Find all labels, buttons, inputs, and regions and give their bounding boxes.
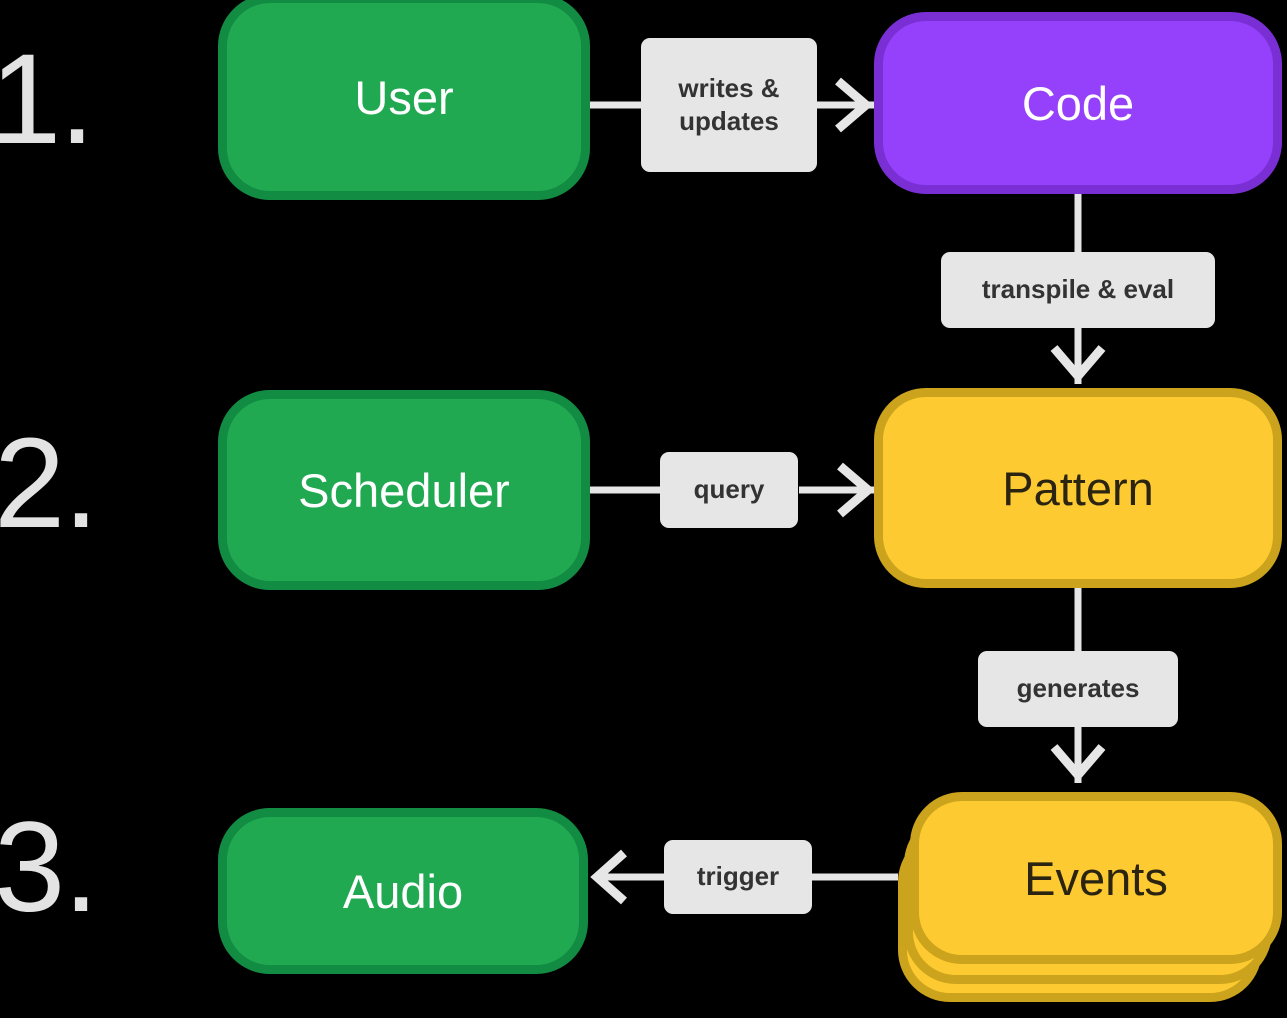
edge-label-generates: generates [978,651,1178,727]
edge-label-writes-updates: writes & updates [641,38,817,172]
node-user[interactable]: User [218,0,590,200]
node-scheduler-label: Scheduler [298,463,510,517]
step-number-2: 2. [0,412,99,555]
arrowhead-events-to-audio [590,849,627,905]
node-audio-label: Audio [342,864,464,918]
edge-label-query: query [660,452,798,528]
arrowhead-scheduler-to-pattern [837,462,875,518]
node-user-label: User [354,70,454,124]
node-audio[interactable]: Audio [218,808,588,974]
arrowhead-pattern-to-events [1050,744,1106,782]
node-events[interactable]: Events [890,782,1287,1018]
edge-label-transpile-eval: transpile & eval [941,252,1215,328]
arrowhead-code-to-pattern [1050,345,1106,383]
step-number-3: 3. [0,796,99,939]
events-stack-layer-front: Events [910,792,1282,964]
node-code[interactable]: Code [874,12,1282,194]
node-pattern-label: Pattern [1002,461,1154,515]
node-scheduler[interactable]: Scheduler [218,390,590,590]
node-events-label: Events [1024,851,1168,905]
arrowhead-user-to-code [835,77,873,133]
step-number-1: 1. [0,28,95,171]
node-pattern[interactable]: Pattern [874,388,1282,588]
edge-label-trigger: trigger [664,840,812,914]
node-code-label: Code [1021,76,1135,130]
